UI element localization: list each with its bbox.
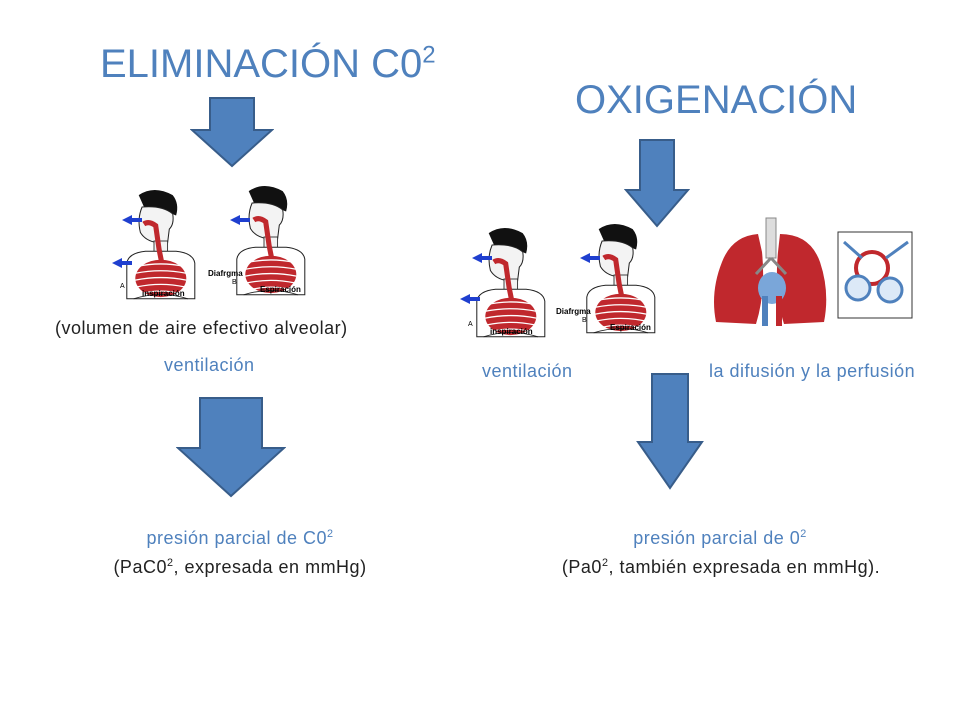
breathing-figures-right: A inspiración Diafrgma B Espiración	[460, 218, 681, 343]
label-b-right: B	[582, 317, 587, 324]
down-arrow-bottom-left	[176, 397, 286, 498]
lungs-diagram	[714, 217, 913, 326]
paco2-description: (PaC02, expresada en mmHg)	[113, 557, 367, 577]
oxygenation-title: OXIGENACIÓN	[575, 78, 858, 122]
ventilation-label-right: ventilación	[482, 361, 573, 381]
diaphragm-label-right: Diafrgma	[556, 307, 591, 316]
pao2-description: (Pa02, también expresada en mmHg).	[561, 557, 881, 577]
elimination-title: ELIMINACIÓN C02	[100, 41, 436, 86]
down-arrow-top-left	[190, 97, 274, 168]
co2-partial-pressure: presión parcial de C02	[146, 528, 334, 548]
inspiration-label: inspiración	[142, 289, 185, 298]
expiration-label: Espiración	[260, 285, 301, 294]
inspiration-label-right: inspiración	[490, 327, 533, 336]
alveolar-volume-note: (volumen de aire efectivo alveolar)	[55, 318, 348, 338]
breathing-figures-left: A inspiración Diafrgma B Espiración	[112, 180, 325, 305]
label-a: A	[120, 283, 125, 290]
down-arrow-top-right	[624, 139, 690, 228]
expiration-label-right: Espiración	[610, 323, 651, 332]
label-a-right: A	[468, 321, 473, 328]
ventilation-label-left: ventilación	[164, 355, 255, 375]
diaphragm-label: Diafrgma	[208, 269, 243, 278]
label-b: B	[232, 279, 237, 286]
diffusion-perfusion-label: la difusión y la perfusión	[709, 361, 916, 381]
down-arrow-bottom-right	[636, 373, 704, 490]
o2-partial-pressure: presión parcial de 02	[633, 528, 807, 548]
